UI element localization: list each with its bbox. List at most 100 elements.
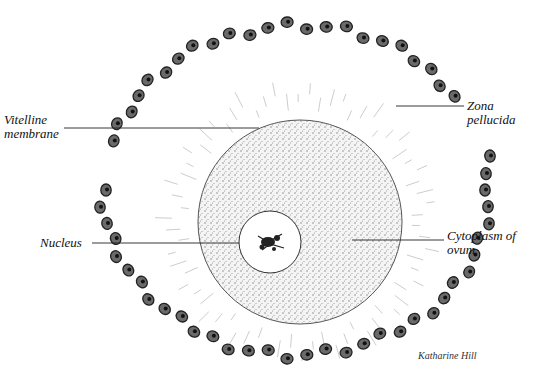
striation <box>412 225 420 226</box>
follicle-cell <box>170 51 186 67</box>
follicle-cell <box>101 216 114 230</box>
chromatin <box>258 234 284 251</box>
striation <box>374 103 384 117</box>
striation <box>178 239 189 241</box>
part-label: Vitelline membrane <box>4 113 66 141</box>
striation <box>417 166 427 170</box>
follicle-cell <box>101 184 111 196</box>
follicle-cell <box>110 116 124 131</box>
striation <box>344 334 348 344</box>
follicle-cell <box>281 17 294 28</box>
follicle-cell <box>425 305 441 321</box>
follicle-cell <box>281 353 294 364</box>
follicle-cell <box>109 249 123 264</box>
striation <box>166 229 180 231</box>
follicle-cell <box>205 36 220 51</box>
follicle-cell <box>131 88 146 104</box>
leader-line <box>64 128 259 129</box>
striation <box>200 293 213 304</box>
follicle-cell <box>205 329 220 344</box>
part-label: Zona pellucida <box>467 99 543 127</box>
striation <box>372 318 380 329</box>
striation <box>427 202 435 203</box>
follicle-cell <box>480 184 490 196</box>
striation <box>350 322 354 329</box>
striation <box>372 131 377 137</box>
follicle-cell <box>339 20 353 33</box>
striation <box>235 92 243 107</box>
follicle-cell <box>157 301 173 317</box>
follicle-cell <box>300 24 313 35</box>
striation <box>155 217 172 219</box>
follicle-cell <box>462 264 477 280</box>
follicle-cell <box>436 290 452 306</box>
follicle-cell <box>261 344 274 356</box>
follicle-cell <box>484 149 497 163</box>
leader-line <box>352 240 444 241</box>
striation <box>419 236 430 237</box>
striation <box>406 181 419 186</box>
follicle-cell <box>480 167 492 180</box>
striation <box>209 121 214 127</box>
follicle-cell <box>134 274 149 290</box>
striation <box>394 309 400 314</box>
striation <box>181 207 189 209</box>
striation <box>183 147 192 153</box>
striation <box>291 334 292 348</box>
striation <box>231 314 236 321</box>
striation <box>411 268 418 271</box>
follicle-cell <box>261 22 274 34</box>
leader-line <box>396 106 464 107</box>
follicle-cell <box>432 78 448 94</box>
striation <box>407 255 423 260</box>
follicle-cell <box>339 346 353 359</box>
follicle-cell <box>375 34 390 49</box>
striation <box>278 340 281 357</box>
striation <box>393 149 407 159</box>
striation <box>164 180 177 184</box>
ovum-cytoplasm <box>198 120 402 324</box>
striation <box>179 284 189 289</box>
part-label: Cytoplasm of ovum <box>447 229 527 257</box>
striation <box>417 190 434 194</box>
striation <box>399 132 410 141</box>
striation <box>186 163 193 167</box>
striation <box>199 312 209 322</box>
striation <box>172 195 183 197</box>
follicle-cell <box>406 311 422 327</box>
follicle-cell <box>140 72 156 88</box>
striation <box>200 129 212 141</box>
follicle-cell <box>174 309 190 325</box>
leader-line <box>92 243 239 244</box>
follicle-cell <box>423 61 439 77</box>
artist-signature: Katharine Hill <box>418 350 498 361</box>
striation <box>330 89 334 106</box>
striation <box>386 130 394 138</box>
follicle-cell <box>445 275 460 291</box>
striation <box>395 295 409 305</box>
striation <box>263 96 266 107</box>
zona-pellucida-striations <box>155 83 439 361</box>
follicle-cell <box>243 29 257 42</box>
striation <box>343 94 346 102</box>
striation <box>347 110 352 120</box>
follicle-cell <box>319 21 332 33</box>
striation <box>200 145 211 154</box>
follicle-cell <box>447 88 462 104</box>
follicle-cell <box>124 104 139 120</box>
striation <box>287 94 289 111</box>
striation <box>185 268 198 274</box>
striation <box>318 98 320 112</box>
follicle-cell <box>394 38 410 53</box>
cytoplasm-stipple <box>198 120 402 324</box>
follicle-cell <box>109 231 122 246</box>
striation <box>273 83 276 97</box>
striation <box>405 160 412 164</box>
striation <box>412 214 423 216</box>
striation <box>168 252 176 254</box>
follicle-cell <box>319 343 332 355</box>
follicle-cell <box>241 344 255 357</box>
striation <box>309 83 311 94</box>
striation <box>194 290 201 295</box>
follicle-cell <box>121 262 136 278</box>
